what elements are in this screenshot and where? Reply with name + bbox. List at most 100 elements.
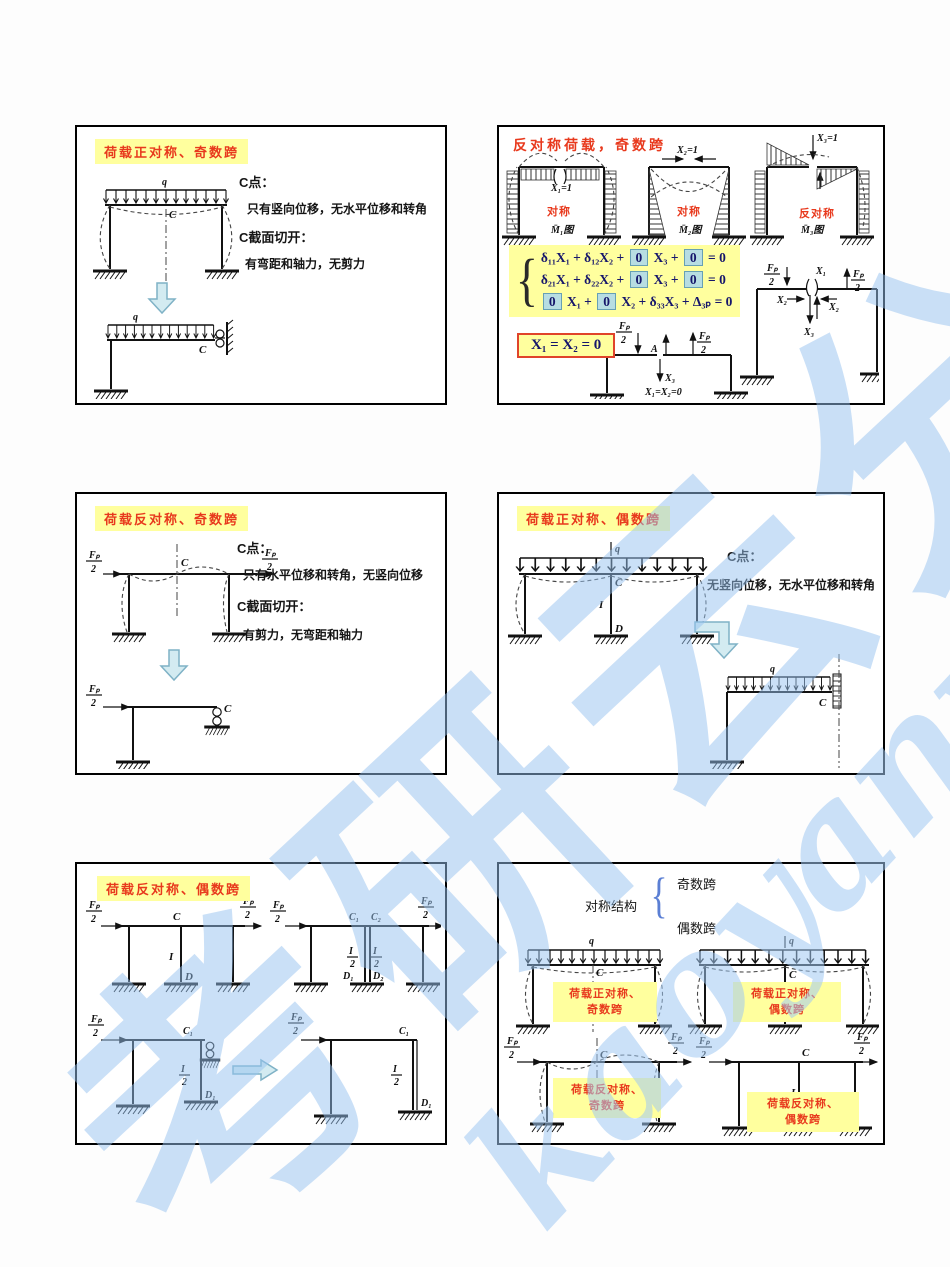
equation-term: δ₂₁X₁ + δ₂₂X₂ +: [540, 272, 628, 287]
equation-rows: δ₁₁X₁ + δ₁₂X₂ + 0 X₃ + 0 = 0 δ₂₁X₁ + δ₂₂…: [540, 247, 733, 313]
panel1-note-2: 只有竖向位移，无水平位移和转角: [247, 202, 428, 216]
two-label: 2: [700, 1050, 706, 1061]
panel3-note-4: 有剪力，无弯距和轴力: [243, 628, 364, 642]
branch-even: 偶数跨: [677, 921, 717, 936]
half-structure: q C: [92, 312, 234, 399]
canonical-equations: { δ₁₁X₁ + δ₁₂X₂ + 0 X₃ + 0 = 0 δ₂₁X₁ + δ…: [509, 245, 741, 317]
zero-box: 0: [629, 249, 649, 266]
two-label: 2: [768, 277, 774, 288]
q-label: q: [589, 936, 594, 947]
mini-anti-odd: Fₚ 2 Fₚ 2 C: [504, 1032, 693, 1134]
c-label: C: [596, 967, 604, 979]
panel3-title: 荷载反对称、奇数跨: [95, 506, 249, 531]
c-label: C: [600, 1049, 608, 1061]
panel4-title: 荷载正对称、偶数跨: [517, 506, 671, 531]
panel3-note-1: C点：: [237, 541, 273, 556]
c-label: C: [199, 344, 207, 356]
fp-label: Fₚ: [618, 321, 631, 332]
equation-term: X₂ + δ₃₃X₃ + Δ₃ₚ = 0: [617, 294, 733, 309]
fp-label: Fₚ: [670, 1032, 683, 1043]
branch-odd: 奇数跨: [677, 877, 717, 892]
two-label: 2: [266, 562, 272, 573]
d-label: D: [614, 623, 623, 635]
fp-label: Fₚ: [272, 900, 285, 911]
two-label: 2: [508, 1050, 514, 1061]
x2-unit-label: X₂=1: [676, 145, 698, 156]
m2-diagram: X₂=1 对称 M̄₂图: [630, 145, 748, 247]
two-label: 2: [92, 1028, 98, 1039]
half-structure: q C: [708, 654, 842, 769]
label-sym-even: 荷载正对称、 偶数跨: [733, 982, 841, 1022]
two-label: 2: [292, 1026, 298, 1037]
equation-term: X₁ +: [563, 294, 596, 309]
label-sym-odd: 荷载正对称、 奇数跨: [553, 982, 657, 1022]
half-frame-roller: Fₚ 2 C₁ I 2 D₁: [88, 1014, 222, 1116]
c-label: C: [615, 577, 623, 589]
c-label: C: [802, 1047, 810, 1059]
i-label: I: [372, 946, 378, 957]
x3-label: X₃: [803, 327, 814, 338]
d1-label: D₁: [204, 1090, 216, 1101]
panel-symmetric-load-odd-span: 荷载正对称、奇数跨 C点： 只有竖向位移，无水平位移和转角 C截面切开： 有弯距…: [75, 125, 447, 405]
i-label: I: [598, 599, 604, 611]
i-label: I: [392, 1064, 398, 1075]
x1x2-zero-label: X₁=X₂=0: [644, 387, 682, 398]
label-line: 偶数跨: [769, 1004, 805, 1016]
panel4-diagram: q C I D q C: [506, 542, 842, 769]
m3-diagram: X₃=1 反对称 M̄₃图: [748, 133, 876, 247]
label-line: 奇数跨: [587, 1004, 623, 1016]
fp-label: Fₚ: [420, 896, 433, 907]
x3-label: X₃: [664, 373, 675, 384]
zero-box: 0: [597, 293, 616, 310]
half-structure: Fₚ 2 C: [86, 684, 232, 769]
two-label: 2: [90, 564, 96, 575]
half-frame-final: Fₚ 2 C₁ I 2 D₁: [288, 1012, 434, 1126]
conclusion-box: X₁ = X₂ = 0: [517, 333, 616, 358]
m1-caption: M̄₁图: [550, 224, 575, 236]
two-label: 2: [858, 1046, 864, 1057]
panel4-note-2: 无竖向位移，无水平位移和转角: [707, 578, 876, 592]
down-arrow-icon: [159, 649, 189, 682]
equation-term: X₃ +: [650, 272, 682, 287]
i-label: I: [180, 1064, 186, 1075]
m2-caption: M̄₂图: [678, 224, 703, 236]
panel1-note-1: C点：: [239, 175, 275, 190]
panel-classification: 对称结构 { 奇数跨 偶数跨 q C q C: [497, 862, 885, 1145]
x1-label: X₁: [815, 266, 826, 277]
d1-label: D₁: [342, 971, 354, 982]
label-line: 荷载反对称、: [767, 1098, 839, 1110]
q-label: q: [133, 312, 138, 323]
m1-diagram: X₁=1 对称 M̄₁图: [500, 152, 623, 247]
zero-box: 0: [542, 293, 562, 310]
panel-antisymmetric-load-even-span: 荷载反对称、偶数跨 Fₚ 2 Fₚ 2 C I D Fₚ 2: [75, 862, 447, 1145]
two-label: 2: [274, 914, 280, 925]
cut-frame-redundants: Fₚ 2 X₁ X₂ X₂ X₃ Fₚ 2: [738, 263, 879, 387]
q-label: q: [770, 664, 775, 675]
equation-term: δ₁₁X₁ + δ₁₂X₂ +: [540, 250, 628, 265]
label-anti-odd: 荷载反对称、 奇数跨: [553, 1078, 661, 1118]
zero-box: 0: [683, 249, 703, 266]
d-label: D: [184, 971, 193, 983]
root-label: 对称结构: [585, 899, 638, 914]
panel-antisymmetric-load-odd-span-2: 荷载反对称、奇数跨 C点： 只有水平位移和转角，无竖向位移 C截面切开： 有剪力…: [75, 492, 447, 775]
q-label: q: [789, 936, 794, 947]
c1-label: C₁: [183, 1026, 193, 1037]
fp-label: Fₚ: [856, 1032, 869, 1043]
two-label: 2: [181, 1077, 187, 1088]
fp-label: Fₚ: [88, 550, 101, 561]
d2-label: D₂: [372, 971, 384, 982]
fp-label: Fₚ: [506, 1036, 519, 1047]
c-label: C: [224, 703, 232, 715]
zero-box: 0: [629, 271, 649, 288]
panel3-note-2: 只有水平位移和转角，无竖向位移: [243, 568, 424, 582]
two-label: 2: [700, 345, 706, 356]
two-label: 2: [349, 959, 355, 970]
i-label: I: [348, 946, 354, 957]
two-label: 2: [244, 910, 250, 921]
q-label: q: [162, 177, 167, 188]
label-line: 荷载正对称、: [751, 988, 823, 1000]
panel-symmetric-load-even-span: 荷载正对称、偶数跨 C点： 无竖向位移，无水平位移和转角 q C I D q: [497, 492, 885, 775]
c-label: C: [789, 969, 797, 981]
bent-arrow-icon: [694, 621, 739, 660]
c1-label: C₁: [349, 912, 359, 923]
